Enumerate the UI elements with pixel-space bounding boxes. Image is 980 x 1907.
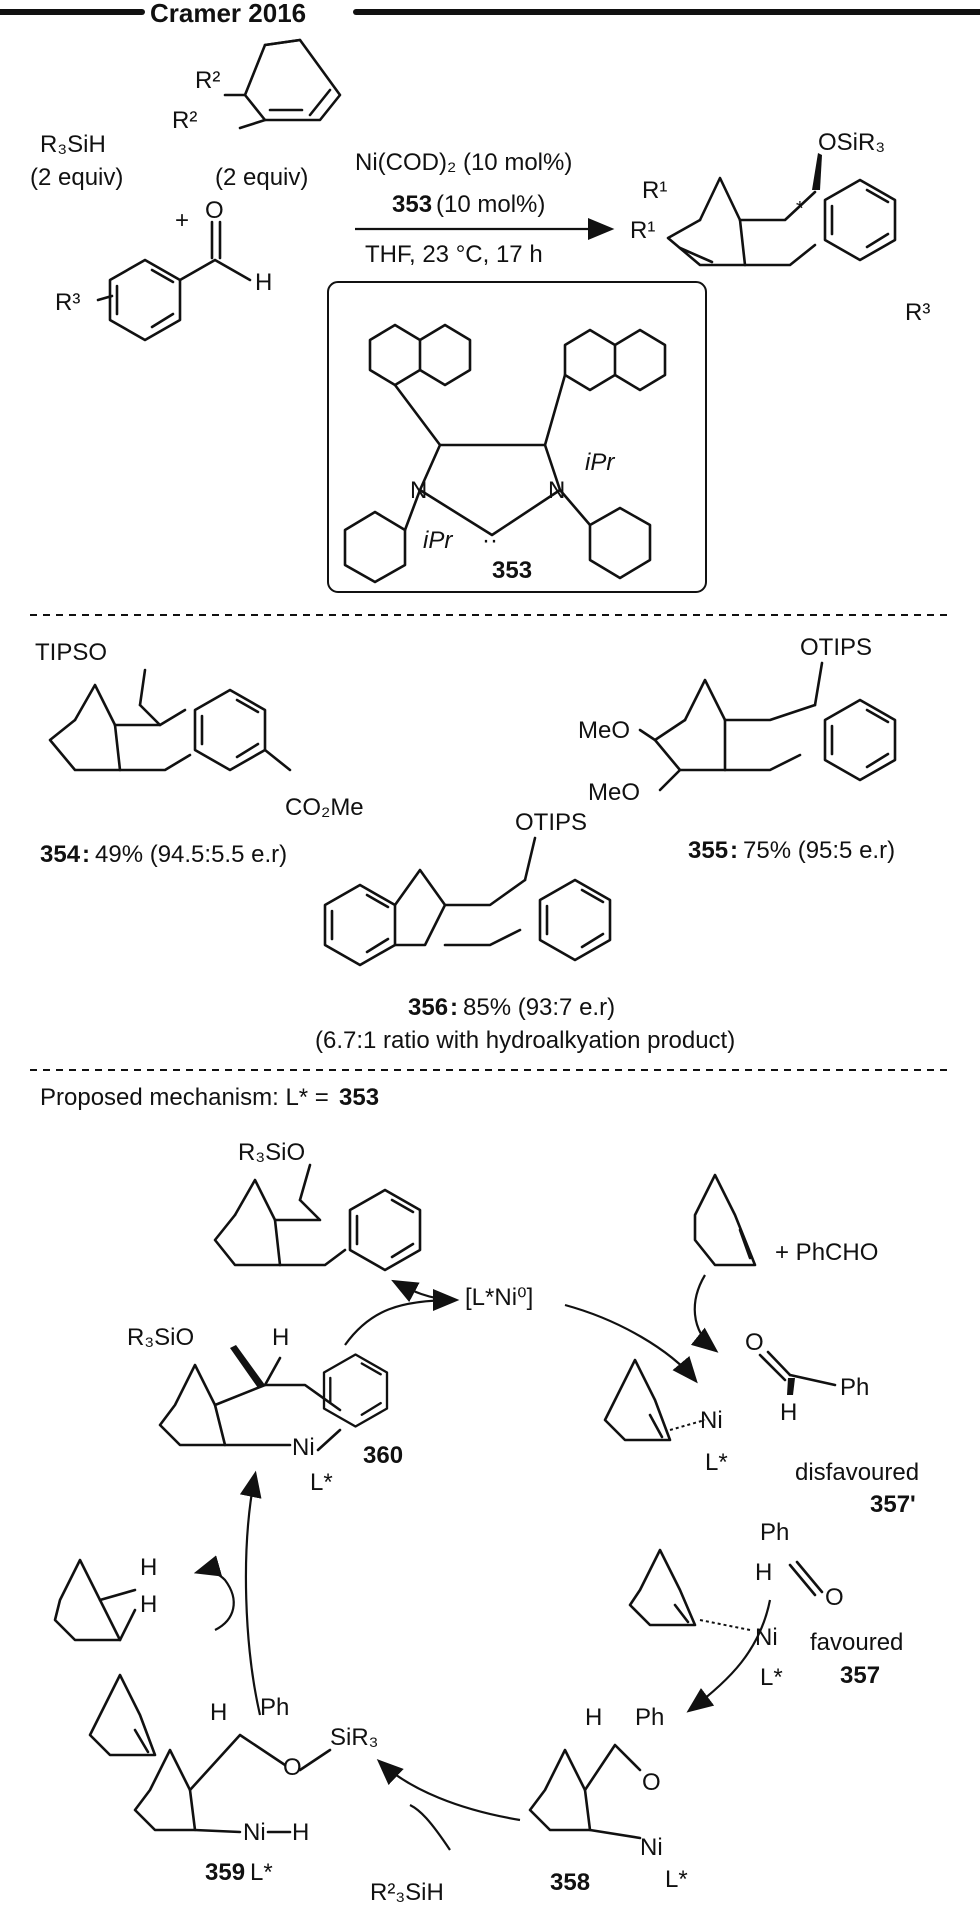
c357p-label: disfavoured	[795, 1459, 919, 1486]
c357p-lstar: L*	[705, 1449, 728, 1476]
c357-o: O	[825, 1584, 844, 1611]
c357p-h: H	[780, 1399, 797, 1426]
product-structure: OSiR₃ * R¹ R¹ R³	[630, 129, 930, 326]
product-r1-2: R¹	[630, 217, 655, 244]
svg-text::: :	[82, 841, 90, 868]
scheme-title: Cramer 2016	[150, 0, 306, 28]
example-356: OTIPS 356 : 85% (93:7 e.r) (6.7:1 ratio …	[315, 809, 735, 1054]
example-355-yield: 75% (95:5 e.r)	[743, 837, 895, 864]
r3-substituent: R³	[55, 289, 80, 316]
mechanism: Proposed mechanism: L* = 353 R₃SiO [L*Ni…	[40, 1084, 919, 1906]
example-356-yield: 85% (93:7 e.r)	[463, 994, 615, 1021]
condition-catalyst: Ni(COD)₂ (10 mol%)	[355, 149, 572, 176]
example-354-ester: CO₂Me	[285, 794, 364, 821]
c358-ph: Ph	[635, 1704, 664, 1731]
c360-h: H	[272, 1324, 289, 1351]
ligand-n1: N	[410, 477, 427, 504]
c358-o: O	[642, 1769, 661, 1796]
silane-reagent: R²₃SiH	[370, 1879, 444, 1906]
example-355: OTIPS MeO MeO 355 : 75% (95:5 e.r)	[578, 634, 897, 864]
stereocenter-star: *	[796, 198, 804, 220]
norbornane-h1: H	[140, 1554, 157, 1581]
aldehyde-hydrogen: H	[255, 269, 272, 296]
mechanism-heading-ligand: 353	[339, 1084, 379, 1111]
example-356-o: OTIPS	[515, 809, 587, 836]
c357-ph: Ph	[760, 1519, 789, 1546]
example-354-yield: 49% (94.5:5.5 e.r)	[95, 841, 287, 868]
c357p-ni: Ni	[700, 1407, 723, 1434]
header: Cramer 2016	[0, 0, 980, 28]
c360-id: 360	[363, 1442, 403, 1469]
c358-id: 358	[550, 1869, 590, 1896]
example-354-id: 354	[40, 841, 81, 868]
svg-text::: :	[450, 994, 458, 1021]
reaction-conditions: Ni(COD)₂ (10 mol%) 353 (10 mol%) THF, 23…	[355, 149, 615, 268]
norbornadiene-structure	[223, 38, 342, 130]
c358-ni: Ni	[640, 1834, 663, 1861]
c357-label: favoured	[810, 1629, 903, 1656]
c358-h: H	[585, 1704, 602, 1731]
benzaldehyde-structure	[108, 220, 252, 342]
ni0-species: [L*Ni⁰]	[465, 1284, 533, 1311]
condition-ligand-id: 353	[392, 191, 432, 218]
c359-lstar: L*	[250, 1859, 273, 1886]
example-355-meo-1: MeO	[578, 717, 630, 744]
c357-lstar: L*	[760, 1664, 783, 1691]
example-354: TIPSO CO₂Me 354 : 49% (94.5:5.5 e.r)	[35, 639, 364, 868]
aldehyde-oxygen: O	[205, 197, 224, 224]
c359-o: O	[283, 1754, 302, 1781]
product-r1-1: R¹	[642, 177, 667, 204]
example-354-o: TIPSO	[35, 639, 107, 666]
c357-h: H	[755, 1559, 772, 1586]
c359-nih: H	[292, 1819, 309, 1846]
ligand-id: 353	[492, 557, 532, 584]
plus-sign: +	[175, 207, 189, 234]
c357p-o: O	[745, 1329, 764, 1356]
c358-lstar: L*	[665, 1866, 688, 1893]
c360-lstar: L*	[310, 1469, 333, 1496]
reactants: R₃SiH (2 equiv) R² R² (2 equiv) + O H R³	[30, 38, 342, 342]
released-product-label: R₃SiO	[238, 1139, 305, 1166]
mechanism-heading: Proposed mechanism: L* =	[40, 1084, 329, 1111]
example-355-id: 355	[688, 837, 728, 864]
example-356-id: 356	[408, 994, 448, 1021]
c357p-ph: Ph	[840, 1374, 869, 1401]
ligand-ipr-2: iPr	[585, 449, 615, 476]
ligand-ipr-1: iPr	[423, 527, 453, 554]
c359-id: 359	[205, 1859, 245, 1886]
c359-ni: Ni	[243, 1819, 266, 1846]
example-355-meo-2: MeO	[588, 779, 640, 806]
c359-ph: Ph	[260, 1694, 289, 1721]
c360-r3sio: R₃SiO	[127, 1324, 194, 1351]
r2-label-1: R²	[195, 67, 220, 94]
silane-equiv: (2 equiv)	[30, 164, 123, 191]
carbene-lone-pair: ··	[482, 527, 498, 554]
silane-label: R₃SiH	[40, 131, 106, 158]
example-355-o: OTIPS	[800, 634, 872, 661]
condition-solvent: THF, 23 °C, 17 h	[365, 241, 543, 268]
phcho-label: + PhCHO	[775, 1239, 878, 1266]
ligand-353-box: N N ·· iPr iPr 353	[327, 281, 707, 593]
c359-h: H	[210, 1699, 227, 1726]
r2-label-2: R²	[172, 107, 197, 134]
c357-ni: Ni	[755, 1624, 778, 1651]
product-osi-group: OSiR₃	[818, 129, 885, 156]
c360-ni: Ni	[292, 1434, 315, 1461]
norbornane-h2: H	[140, 1591, 157, 1618]
product-r3: R³	[905, 299, 930, 326]
alkene-equiv: (2 equiv)	[215, 164, 308, 191]
c359-sir3: SiR₃	[330, 1724, 378, 1751]
ligand-frame	[327, 281, 707, 593]
condition-ligand-loading: (10 mol%)	[436, 191, 545, 218]
svg-text::: :	[730, 837, 738, 864]
c357-id: 357	[840, 1662, 880, 1689]
example-356-note: (6.7:1 ratio with hydroalkyation product…	[315, 1027, 735, 1054]
c357p-id: 357'	[870, 1491, 916, 1518]
ligand-n2: N	[548, 477, 565, 504]
